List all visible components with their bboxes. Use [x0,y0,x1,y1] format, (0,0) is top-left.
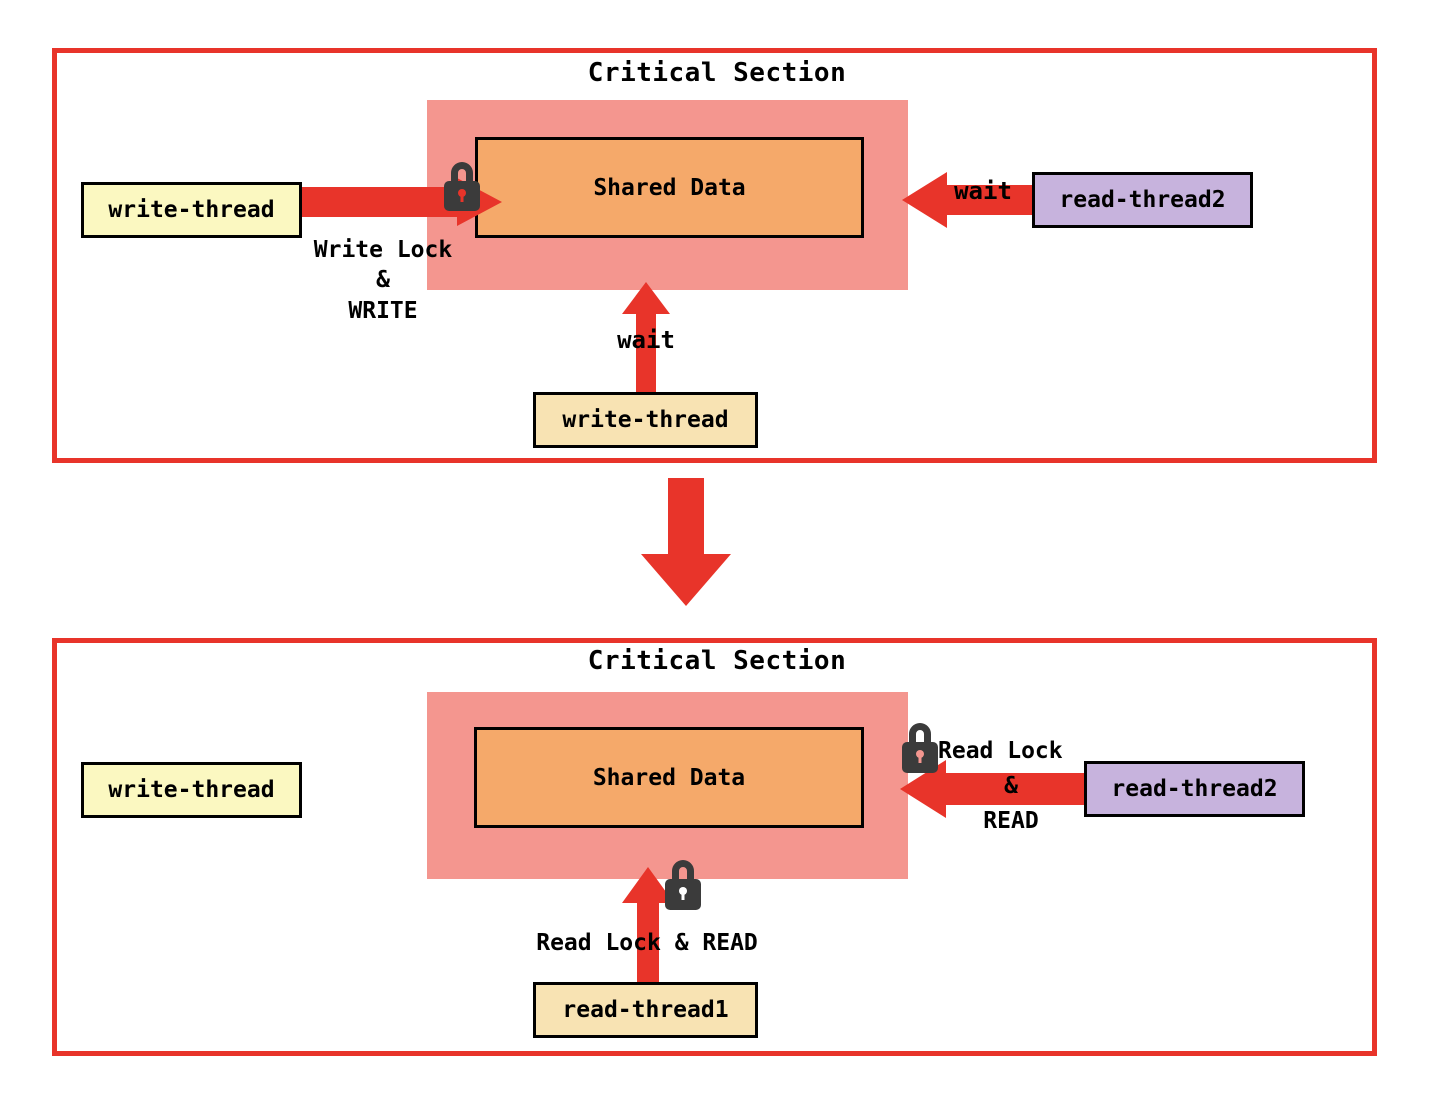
wait-arrow-right-icon [902,172,1042,228]
write-thread-box-top-left[interactable]: write-thread [81,182,302,238]
write-thread-box-top-waiting[interactable]: write-thread [533,392,758,448]
shared-data-box-top: Shared Data [475,137,864,238]
read-thread1-box-bottom[interactable]: read-thread1 [533,982,758,1038]
write-lock-label-group: Write Lock & WRITE [188,235,578,326]
write-lock-label-line1: Write Lock [313,237,453,263]
panel-top-title: Critical Section [587,58,847,88]
read-lock-label-right-line3: READ [983,808,1039,834]
read-lock-label-right-line1: Read Lock [938,738,1063,764]
read-thread2-box-bottom[interactable]: read-thread2 [1084,761,1305,817]
critical-section-panel-bottom [52,638,1377,1056]
wait-label-bottom: wait [617,326,675,354]
write-lock-label-line2: & [376,267,390,294]
panel-bottom-title: Critical Section [587,646,847,676]
critical-section-panel-top [52,48,1377,463]
wait-label-right: wait [954,177,1012,205]
read-lock-label-right-line2: & [1004,773,1018,799]
read-lock-arrow-right-icon [900,760,1096,818]
read-thread2-box-top[interactable]: read-thread2 [1032,172,1253,228]
write-thread-box-bottom-left[interactable]: write-thread [81,762,302,818]
wait-arrow-up-icon [622,282,670,397]
shared-data-box-bottom: Shared Data [474,727,864,828]
write-lock-label-line3: WRITE [348,297,418,324]
transition-down-arrow-icon [641,478,731,606]
read-lock-label-bottom: Read Lock & READ [536,930,758,956]
read-lock-icon-right [898,718,942,775]
read-lock-arrow-up-icon [622,867,674,987]
write-lock-icon [441,158,483,213]
read-lock-icon-bottom [661,855,705,912]
